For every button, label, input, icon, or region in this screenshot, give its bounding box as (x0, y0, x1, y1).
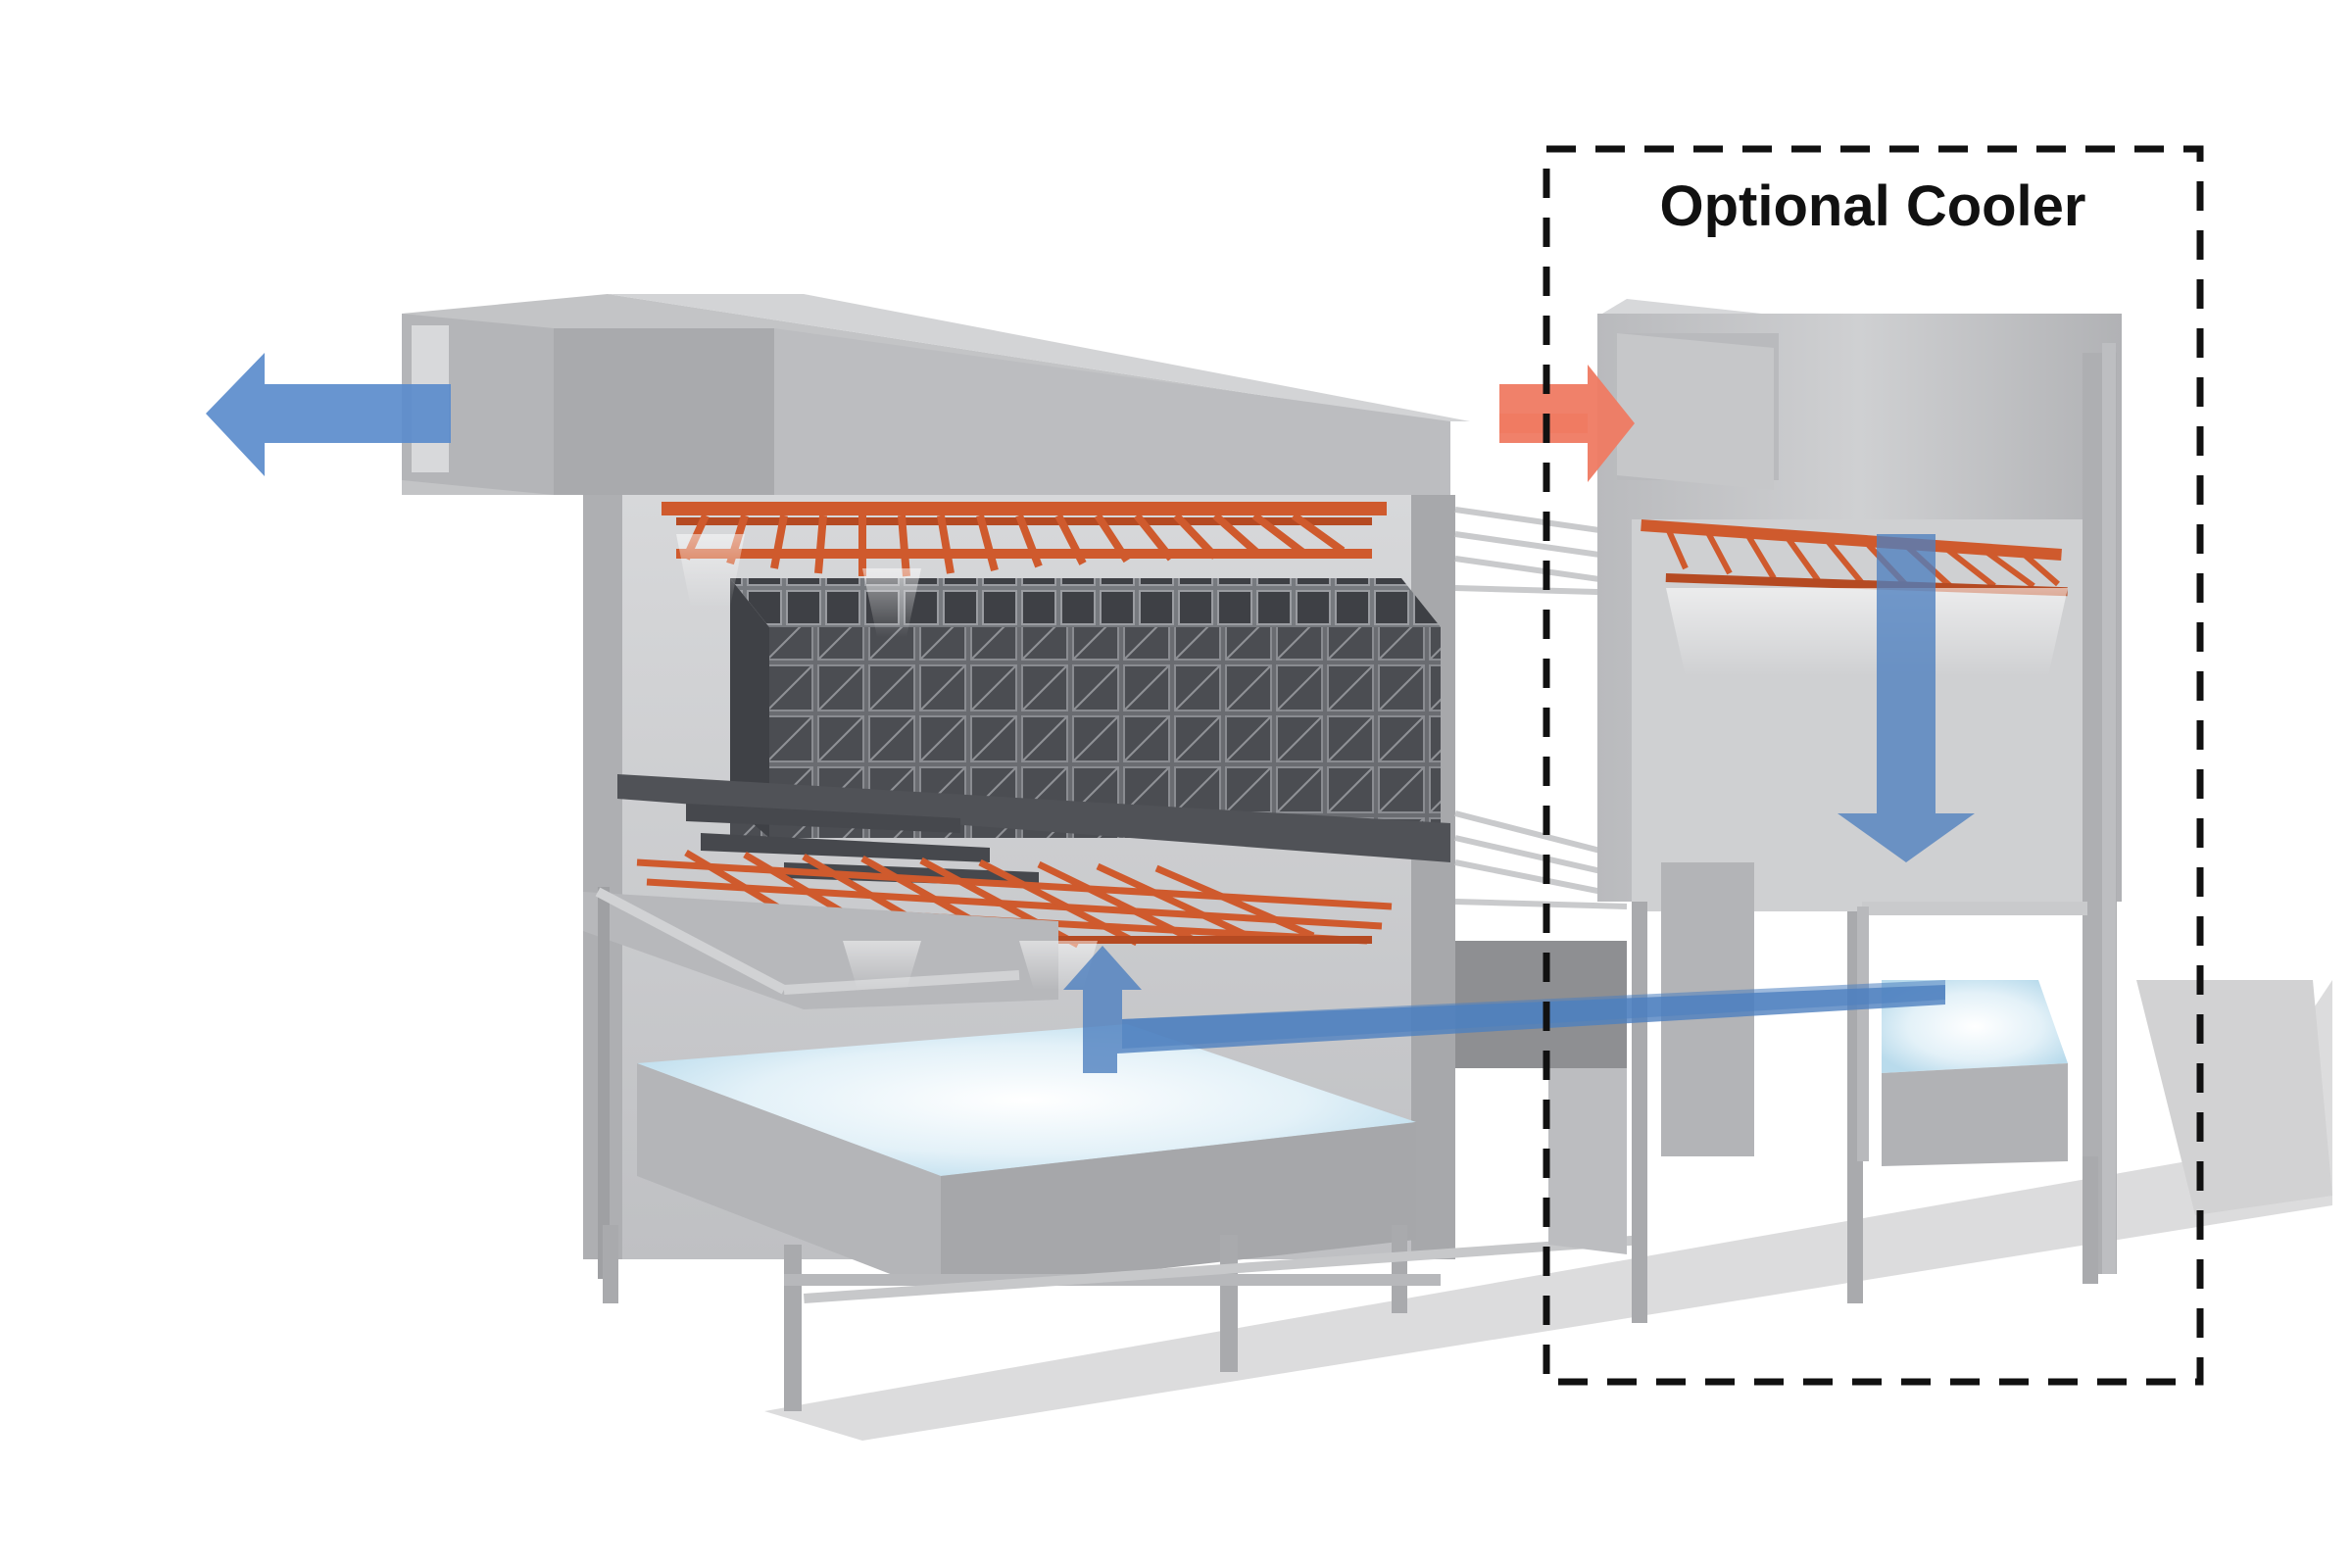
cooler-mist (1666, 588, 2068, 676)
optional-cooler-label: Optional Cooler (1660, 174, 2086, 238)
support-beams (617, 774, 1450, 887)
water-basin (637, 1024, 1416, 1294)
optional-cooler-box (1543, 145, 2204, 1386)
upper-spray-header (662, 502, 1387, 577)
optional-cooler (1597, 299, 2122, 1323)
main-scrubber (402, 294, 1636, 1411)
lower-frame (583, 887, 1058, 1279)
floor-shadow (764, 980, 2332, 1441)
cooler-inlet-duct (1617, 333, 1774, 490)
down-flow-arrow (1838, 534, 1975, 862)
cooler-basin (1882, 980, 2068, 1166)
spray-mist (676, 534, 1098, 990)
air-out-arrow (206, 353, 451, 476)
